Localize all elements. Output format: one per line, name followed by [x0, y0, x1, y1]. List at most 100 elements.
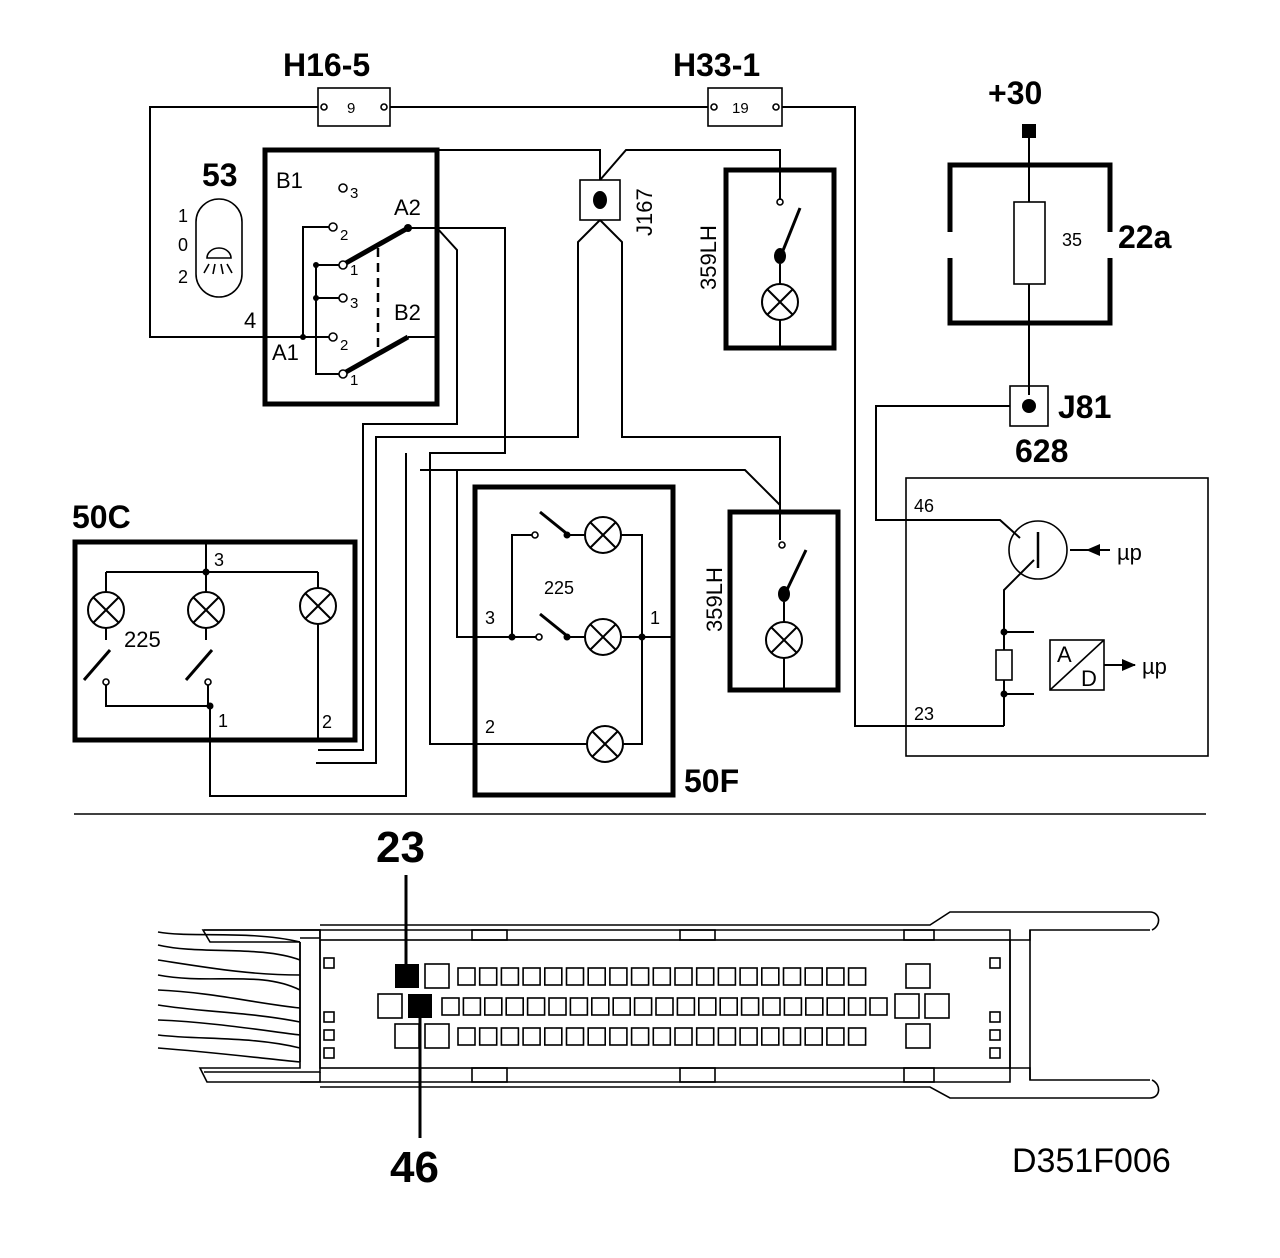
- lamp-bulb-icon: [87, 587, 337, 629]
- connector-pin: [548, 997, 567, 1016]
- connector-pin: [804, 997, 824, 1016]
- connector-pin: [478, 1027, 498, 1046]
- connector-pin: [804, 1027, 824, 1046]
- connector-pin: [441, 997, 460, 1016]
- lamp-bulb-icon: [761, 283, 799, 321]
- connector-pin: [739, 967, 758, 986]
- 50c-pin-3: 3: [214, 550, 224, 570]
- terminal-a1: A1: [272, 340, 299, 365]
- ecu-pin-46-label: 46: [914, 496, 934, 516]
- connector-pin: [674, 967, 693, 986]
- switch-pos-0: 0: [178, 235, 188, 255]
- connector-pin: [826, 1027, 845, 1046]
- connector-pin: [587, 1027, 607, 1046]
- ecu-628-box: [905, 477, 1209, 757]
- connector-pin: [500, 967, 520, 986]
- connector-pin: [522, 967, 541, 986]
- connector-pin: [652, 967, 672, 986]
- switch-pos-1: 1: [178, 206, 188, 226]
- fuse-number-label: 35: [1062, 230, 1082, 250]
- ecu-628-label: 628: [1015, 433, 1068, 469]
- connector-pin: [462, 997, 482, 1016]
- lamp-359lh-bottom-label: 359LH: [702, 567, 727, 632]
- transistor-icon: [1008, 520, 1068, 580]
- plus30-label: +30: [988, 75, 1042, 111]
- connector-pin: [609, 1027, 628, 1046]
- switch-pos-2: 2: [178, 267, 188, 287]
- module-50f-box: [472, 484, 676, 798]
- lamp-bulb-icon: [584, 516, 624, 763]
- connector-pin: [695, 967, 715, 986]
- terminal-b2: B2: [394, 300, 421, 325]
- connector-pin: [847, 997, 867, 1016]
- contact-3a: 3: [350, 185, 358, 202]
- connector-pin: [633, 997, 653, 1016]
- connector-pin: [847, 1027, 867, 1046]
- h33-pin-label: 19: [732, 100, 749, 117]
- connector-pin: [630, 967, 650, 986]
- connector-pin: [652, 1027, 672, 1046]
- connector-pin: [543, 967, 563, 986]
- connector-pin: [457, 1027, 476, 1046]
- connector-pin: [590, 997, 610, 1016]
- connector-pin: [565, 1027, 585, 1046]
- connector-pin: [697, 997, 717, 1016]
- connector-pin: [543, 1027, 563, 1046]
- terminal-a2: A2: [394, 195, 421, 220]
- wire-h16-to-a1: [149, 106, 318, 338]
- connector-pin: [826, 997, 846, 1016]
- ad-d-label: D: [1081, 666, 1097, 691]
- connector-pin: [760, 1027, 780, 1046]
- module-50f-label: 50F: [684, 763, 739, 799]
- fuse-box-22a: [947, 162, 1113, 326]
- connector-pin: [740, 997, 760, 1016]
- pin-46-filled: [408, 994, 432, 1018]
- j81-label: J81: [1058, 389, 1111, 425]
- connector-pin: [457, 967, 476, 986]
- connector-pin: [565, 967, 585, 986]
- connector-pin: [587, 967, 607, 986]
- pin-23-filled: [395, 964, 419, 988]
- connector-pin: [804, 967, 824, 986]
- connector-pin: [500, 1027, 520, 1046]
- mu-p-top-label: µp: [1117, 540, 1142, 565]
- connector-pin: [782, 1027, 802, 1046]
- connector-pin-23-label: 23: [376, 823, 425, 872]
- connector-pin: [505, 997, 525, 1016]
- contact-1a: 1: [350, 262, 358, 279]
- connector-pin: [526, 997, 546, 1016]
- connector-pin: [782, 967, 802, 986]
- connector-pin: [762, 997, 781, 1016]
- 50f-225-label: 225: [544, 578, 574, 598]
- connector-pin-46-label: 46: [390, 1143, 439, 1192]
- contact-2a: 2: [340, 227, 348, 244]
- 50c-pin-2: 2: [322, 712, 332, 732]
- module-50c-label: 50C: [72, 499, 131, 535]
- connector-pin: [760, 967, 780, 986]
- connector-pin: [826, 967, 845, 986]
- connector-pin: [717, 1027, 737, 1046]
- fuse-35: [1013, 201, 1046, 285]
- j167-label: J167: [632, 188, 657, 236]
- drawing-reference: D351F006: [1012, 1142, 1171, 1180]
- h33-label: H33-1: [673, 47, 760, 83]
- ecu-connector-drawing: [157, 911, 1160, 1099]
- ad-a-label: A: [1057, 642, 1072, 667]
- module-50c-box: [72, 539, 358, 743]
- connector-pin: [676, 997, 696, 1016]
- lamp-359lh-top-label: 359LH: [696, 225, 721, 290]
- 50f-pin-1: 1: [650, 608, 660, 628]
- connector-pin: [739, 1027, 758, 1046]
- wire-h33-to-ecu23: [782, 106, 1004, 727]
- connector-pin: [847, 967, 867, 986]
- lamp-bulb-icon: [765, 621, 803, 659]
- 50f-pin-2: 2: [485, 717, 495, 737]
- connector-pin: [783, 997, 803, 1016]
- connector-pin: [630, 1027, 650, 1046]
- connector-pin: [655, 997, 674, 1016]
- h16-pin-label: 9: [347, 100, 355, 117]
- h16-label: H16-5: [283, 47, 370, 83]
- contact-1b: 1: [350, 372, 358, 389]
- resistor-icon: [995, 649, 1013, 681]
